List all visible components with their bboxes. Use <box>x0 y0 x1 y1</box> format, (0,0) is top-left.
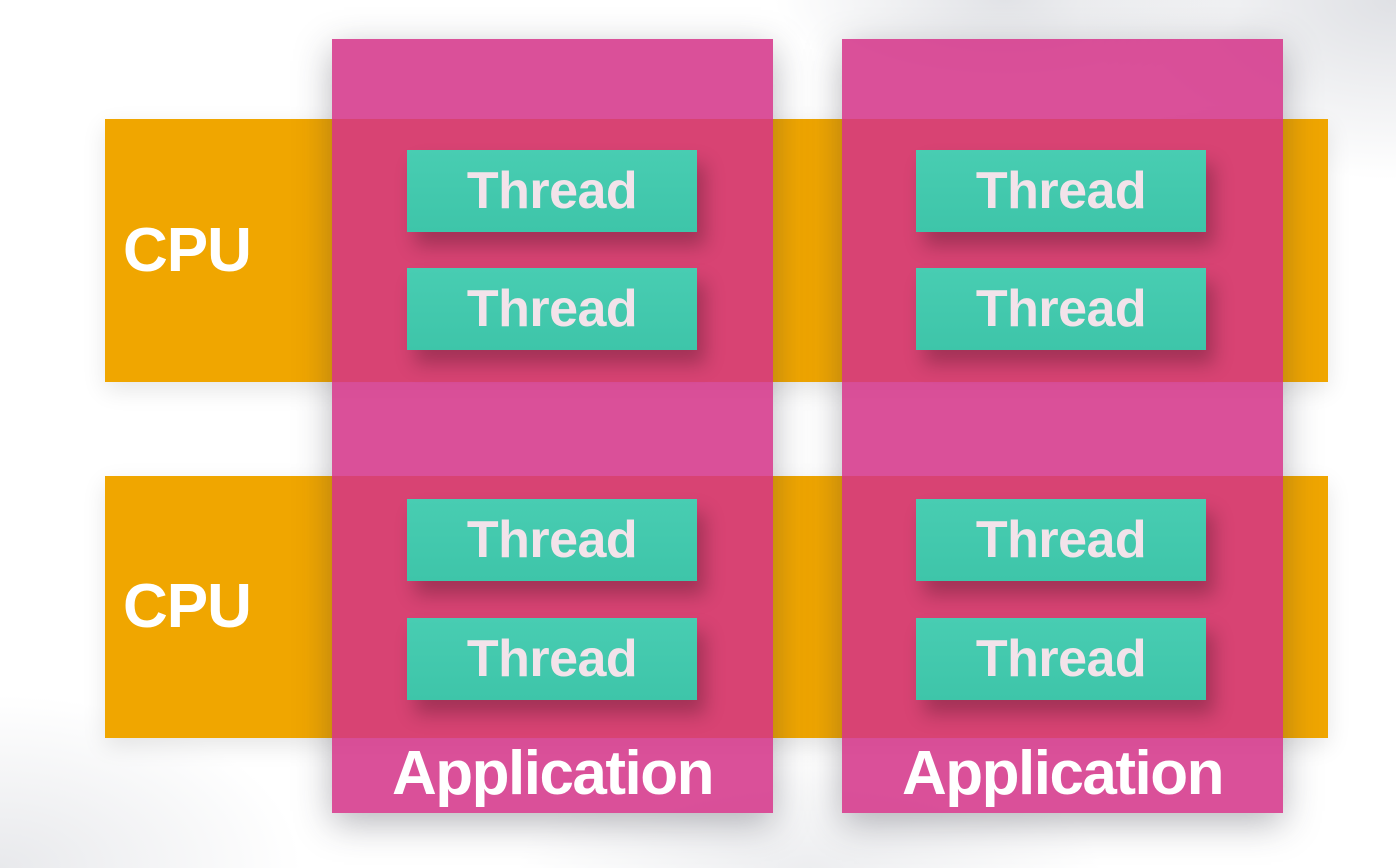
thread-box: Thread <box>916 499 1206 581</box>
thread-box: Thread <box>407 150 697 232</box>
application-column-1: Thread Thread Thread Thread Application <box>332 39 773 813</box>
application-label: Application <box>901 739 1225 808</box>
thread-box: Thread <box>407 499 697 581</box>
thread-box: Thread <box>407 618 697 700</box>
thread-box: Thread <box>916 618 1206 700</box>
thread-box: Thread <box>407 268 697 350</box>
cpu-label: CPU <box>123 215 252 285</box>
application-label: Application <box>391 739 715 808</box>
application-column-2: Thread Thread Thread Thread Application <box>842 39 1283 813</box>
thread-box: Thread <box>916 150 1206 232</box>
cpu-label: CPU <box>123 572 252 641</box>
thread-box: Thread <box>916 268 1206 350</box>
